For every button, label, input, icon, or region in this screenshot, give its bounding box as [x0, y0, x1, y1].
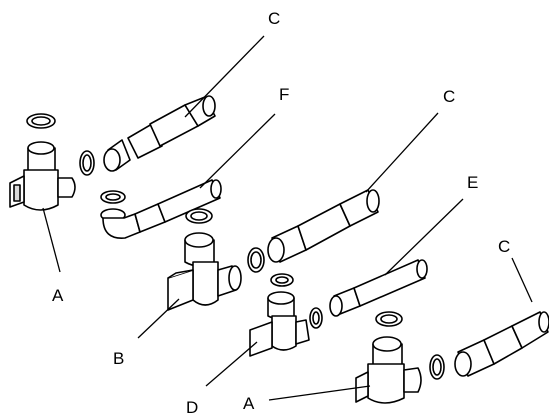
valve-a-bottom [355, 311, 422, 404]
label-a-bottom: A [243, 394, 255, 413]
leader-lines [42, 35, 533, 401]
pipe-c-right [429, 311, 549, 380]
valve-b [167, 208, 242, 311]
valve-a-left [9, 113, 76, 211]
label-b: B [113, 349, 124, 368]
pipe-f-elbow [100, 179, 222, 239]
label-c-top: C [268, 9, 280, 28]
label-c-right: C [498, 237, 510, 256]
label-a-left: A [52, 286, 64, 305]
label-d: D [186, 398, 198, 417]
pipe-c-middle [247, 189, 380, 273]
valve-d [249, 273, 310, 357]
pipe-e [309, 259, 428, 329]
label-e: E [467, 173, 478, 192]
label-f: F [279, 85, 289, 104]
label-c-middle: C [443, 87, 455, 106]
